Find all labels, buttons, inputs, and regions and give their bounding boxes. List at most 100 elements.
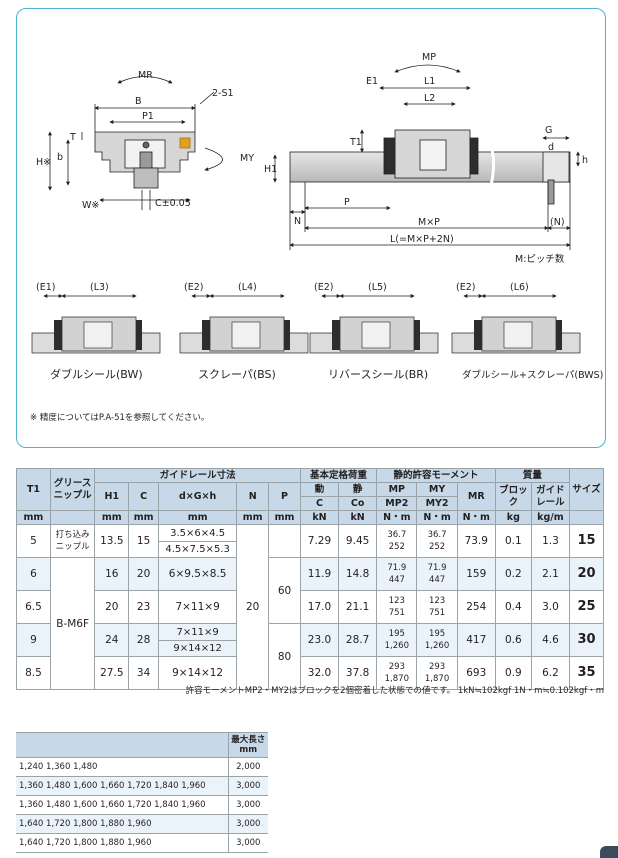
seal: [284, 320, 290, 350]
variant-e-label: (E1): [36, 282, 55, 293]
page-corner-tab: [600, 846, 618, 858]
variant-e-label: (E2): [314, 282, 333, 293]
mp-value: 293: [388, 662, 405, 672]
th-MY: MY: [416, 482, 458, 497]
mp-value: 71.9: [387, 563, 407, 573]
cell-MR: 73.9: [456, 524, 496, 558]
label-E1: E1: [366, 76, 378, 87]
cell-lengths: 1,240 1,360 1,480: [16, 757, 228, 777]
cell-Co: 9.45: [338, 524, 378, 558]
th-MP: MP: [376, 482, 418, 497]
unit: mm: [268, 510, 301, 525]
block-window: [83, 321, 113, 349]
cell-lengths: 1,640 1,720 1,800 1,880 1,960: [16, 814, 228, 834]
th-mass: 質量: [494, 468, 570, 483]
cell-C-dyn: 23.0: [299, 623, 340, 657]
my-value: 195: [428, 629, 446, 639]
table-row: 1,640 1,720 1,800 1,880 1,960 3,000: [16, 814, 268, 834]
variant-caption: リバースシール(BR): [328, 368, 428, 381]
cell-MR: 693: [456, 656, 496, 690]
unit: mm: [157, 510, 238, 525]
label-C: C±0.05: [155, 198, 191, 209]
length-table: 最大長さ mm 1,240 1,360 1,480 2,000 1,360 1,…: [16, 732, 268, 853]
mp2-value: 447: [388, 575, 405, 585]
variant-caption: スクレーパ(BS): [198, 368, 276, 381]
label-P1: P1: [142, 111, 154, 122]
cell-H1: 24: [94, 623, 130, 657]
cell-Co: 28.7: [338, 623, 378, 657]
cell-grease: 打ち込み ニップル: [49, 524, 96, 558]
cell-max: 2,000: [227, 757, 268, 777]
cell-C-dyn: 7.29: [299, 524, 340, 558]
label-MP: MP: [422, 52, 436, 63]
cell-size: 25: [568, 590, 605, 624]
dimension-drawing: MR B P1 2-S1 T H※ b W※ C±0.05 MY M: [31, 52, 603, 381]
cell-MP: 195 1,260: [376, 623, 418, 657]
cell-rail: 3.0: [530, 590, 570, 624]
label-MR: MR: [138, 70, 153, 81]
cell-P-blank: [268, 524, 301, 558]
units-row: mm mm mm mm mm mm kN kN N・m N・m N・m kg k…: [16, 510, 605, 525]
label-pitch: M:ピッチ数: [515, 253, 565, 265]
th-guide-rail: ガイドレール寸法: [94, 468, 301, 483]
seal: [54, 320, 62, 350]
cell-T1: 5: [16, 524, 51, 558]
unit-blank: [49, 510, 96, 525]
cell-max: 3,000: [227, 776, 268, 796]
seal: [474, 320, 482, 350]
cell-rail: 2.1: [530, 557, 570, 591]
mp-value: 195: [388, 629, 405, 639]
cell-block: 0.6: [494, 623, 532, 657]
cell-max: 3,000: [227, 795, 268, 815]
label-L1: L1: [424, 76, 435, 87]
my-value: 71.9: [427, 563, 447, 573]
my2-value: 252: [428, 542, 446, 552]
my2-value: 447: [428, 575, 446, 585]
cell-C-dyn: 32.0: [299, 656, 340, 690]
cell-size: 30: [568, 623, 605, 657]
unit: kN: [299, 510, 340, 525]
cell-lengths: 1,640 1,720 1,800 1,880 1,960: [16, 833, 228, 853]
mp-value: 123: [388, 596, 405, 606]
label-T: T: [69, 132, 76, 143]
cell-grease: B-M6F: [49, 557, 96, 690]
cell-H1: 13.5: [94, 524, 130, 558]
variant-3: (E2)(L6)ダブルシール+スクレーパ(BWS): [451, 282, 603, 381]
cell-MR: 159: [456, 557, 496, 591]
variant-l-label: (L4): [238, 282, 257, 293]
spec-table: T1 グリース ニップル ガイドレール寸法 基本定格荷重 静的許容モーメント 質…: [16, 468, 605, 690]
variant-l-label: (L3): [90, 282, 109, 293]
th-MP2: MP2: [376, 496, 418, 511]
label-B: B: [135, 96, 142, 107]
mp2-value: 1,260: [384, 641, 409, 651]
cell-N: 20: [236, 524, 270, 690]
cell-MR: 417: [456, 623, 496, 657]
unit: kg: [494, 510, 532, 525]
table-row: 6 B-M6F 16 20 6×9.5×8.5 60 11.9 14.8 71.…: [16, 557, 605, 690]
cell-C: 34: [128, 656, 159, 690]
label-L: L(=M×P+2N): [390, 234, 454, 245]
label-H: H※: [36, 157, 51, 168]
variant-l-label: (L5): [368, 282, 387, 293]
cell-C-dyn: 11.9: [299, 557, 340, 591]
cell-size: 20: [568, 557, 605, 591]
cell-MR: 254: [456, 590, 496, 624]
variant-2: (E2) (L5) リバースシール(BR): [309, 282, 439, 381]
cell-dGh: 6×9.5×8.5: [157, 557, 238, 591]
th-max-length: 最大長さ mm: [227, 732, 268, 758]
variant-e-label: (E2): [184, 282, 203, 293]
th-dynamic: 動: [299, 482, 340, 497]
cell-C: 20: [128, 557, 159, 591]
cell-H1: 27.5: [94, 656, 130, 690]
my-value: 123: [428, 596, 446, 606]
cell-block: 0.2: [494, 557, 532, 591]
